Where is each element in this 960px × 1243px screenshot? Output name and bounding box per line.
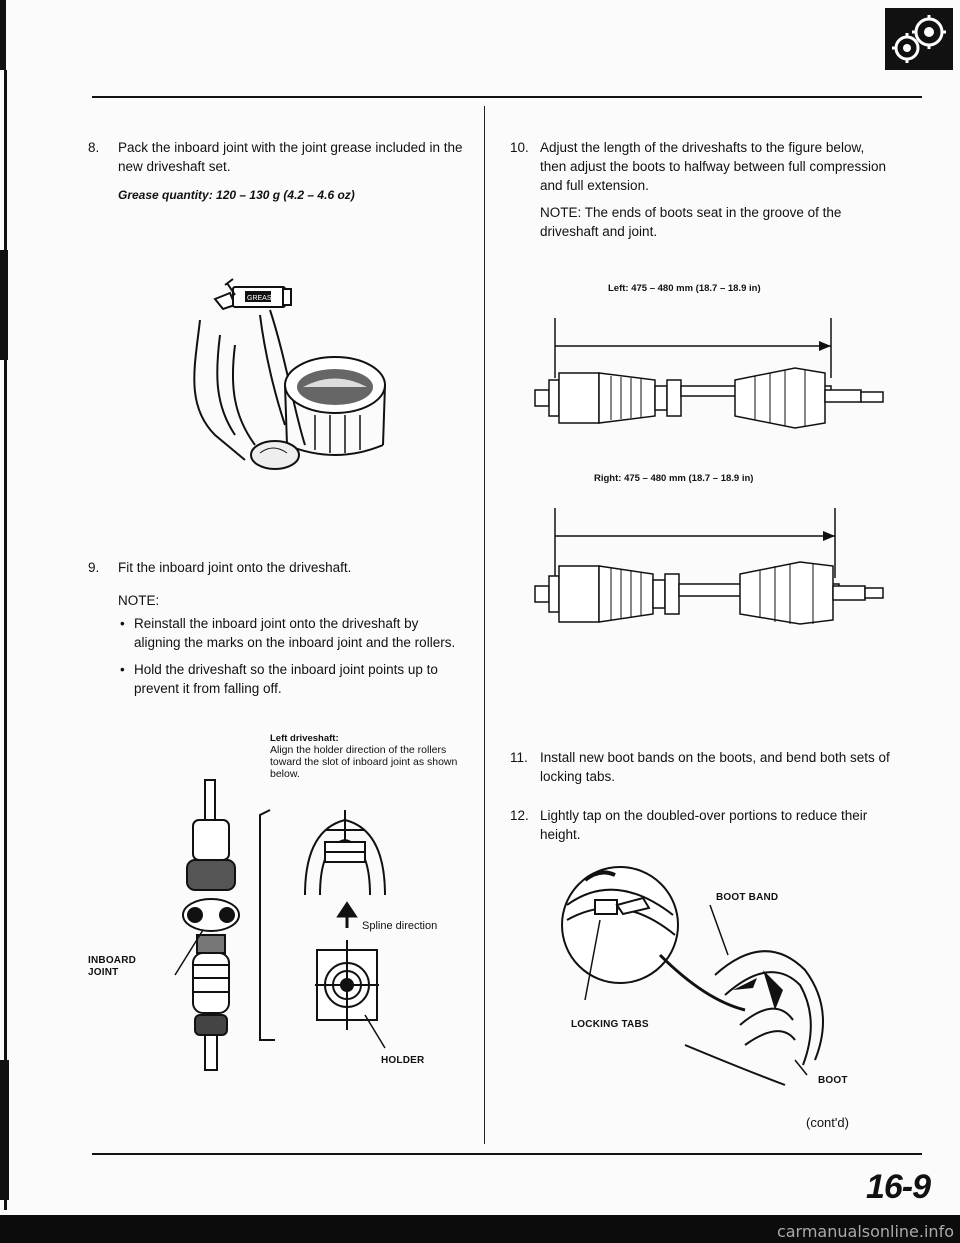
drivetrain-gears-icon bbox=[885, 8, 953, 70]
bottom-rule bbox=[92, 1153, 922, 1155]
label-spline-direction: Spline direction bbox=[362, 920, 438, 932]
continued-label: (cont'd) bbox=[806, 1115, 849, 1130]
left-length-spec: Left: 475 – 480 mm (18.7 – 18.9 in) bbox=[608, 283, 761, 294]
step-10: 10. Adjust the length of the driveshafts… bbox=[510, 138, 890, 249]
grease-tube-label: GREASE bbox=[247, 295, 277, 302]
page-number: 16-9 bbox=[865, 1168, 931, 1206]
binding-mark-mid bbox=[0, 250, 8, 360]
step-number: 10. bbox=[510, 140, 529, 155]
step-8: 8. Pack the inboard joint with the joint… bbox=[88, 138, 468, 213]
step-9: 9. Fit the inboard joint onto the drives… bbox=[88, 558, 468, 706]
binding-mark-top bbox=[0, 0, 6, 70]
figure-grease-packing: GREASE bbox=[193, 278, 386, 470]
grease-quantity-spec: Grease quantity: 120 – 130 g (4.2 – 4.6 … bbox=[118, 188, 355, 202]
caption-title: Left driveshaft: bbox=[270, 733, 339, 744]
step-12: 12. Lightly tap on the doubled-over port… bbox=[510, 806, 890, 852]
step-11: 11. Install new boot bands on the boots,… bbox=[510, 748, 890, 794]
right-length-spec: Right: 475 – 480 mm (18.7 – 18.9 in) bbox=[594, 473, 754, 484]
step-text: Fit the inboard joint onto the driveshaf… bbox=[118, 560, 352, 575]
step-number: 9. bbox=[88, 560, 100, 575]
step-text: Install new boot bands on the boots, and… bbox=[540, 750, 890, 784]
column-divider bbox=[484, 106, 485, 1144]
step-number: 12. bbox=[510, 808, 529, 823]
footer-watermark: carmanualsonline.info bbox=[776, 1222, 954, 1241]
label-boot-band: BOOT BAND bbox=[716, 892, 779, 903]
label-inboard-joint: INBOARD JOINT bbox=[88, 955, 137, 978]
note-bullet-2: Hold the driveshaft so the inboard joint… bbox=[118, 660, 468, 698]
step-text: Adjust the length of the driveshafts to … bbox=[540, 140, 886, 193]
note-label: NOTE: bbox=[118, 593, 160, 608]
top-rule bbox=[92, 96, 922, 98]
binding-line bbox=[4, 70, 7, 1210]
step-number: 11. bbox=[510, 750, 528, 765]
figure2-caption: Left driveshaft: Align the holder direct… bbox=[270, 733, 475, 780]
figure-right-driveshaft bbox=[534, 508, 884, 625]
label-holder: HOLDER bbox=[381, 1055, 425, 1066]
figure-left-driveshaft bbox=[534, 318, 884, 429]
note-bullet-1: Reinstall the inboard joint onto the dri… bbox=[118, 614, 468, 652]
step-note: NOTE: The ends of boots seat in the groo… bbox=[540, 205, 842, 239]
step-text: Pack the inboard joint with the joint gr… bbox=[118, 140, 463, 174]
figure-boot-band bbox=[561, 866, 824, 1086]
figure-inboard-joint bbox=[174, 779, 386, 1071]
binding-mark-low bbox=[0, 1060, 9, 1200]
label-locking-tabs: LOCKING TABS bbox=[571, 1019, 649, 1030]
footer-bar: carmanualsonline.info bbox=[0, 1215, 960, 1243]
step-text: Lightly tap on the doubled-over portions… bbox=[540, 808, 868, 842]
caption-body: Align the holder direction of the roller… bbox=[270, 744, 458, 780]
step-number: 8. bbox=[88, 140, 100, 155]
label-boot: BOOT bbox=[818, 1075, 848, 1086]
